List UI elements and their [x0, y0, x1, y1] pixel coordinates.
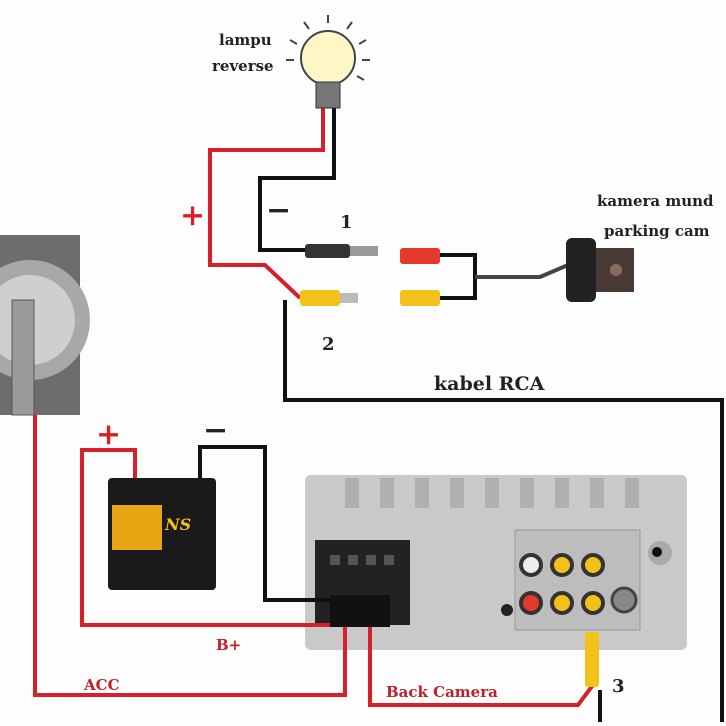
- rca-jacks: [501, 541, 672, 616]
- lamp-label-line2: reverse: [212, 57, 274, 75]
- lamp-negative-wire: [258, 108, 336, 252]
- yellow-rca-plug-camera: [400, 290, 440, 306]
- yellow-rca-plug-lamp: [300, 290, 358, 306]
- acc-wire: [33, 415, 347, 697]
- battery-image: NS: [108, 478, 216, 590]
- rca-cable: [283, 300, 724, 722]
- acc-label: ACC: [83, 676, 120, 694]
- camera-label-line2: parking cam: [604, 222, 710, 240]
- red-rca-plug-camera: [400, 248, 440, 264]
- camera-label-line1: kamera mund: [597, 192, 714, 210]
- lamp-minus-sign: −: [266, 193, 291, 228]
- battery-negative-wire: [198, 445, 330, 602]
- battery-plus-sign: +: [96, 417, 121, 452]
- back-camera-wire: [368, 620, 595, 707]
- light-bulb-icon: [286, 15, 370, 109]
- headunit-connector: [330, 595, 390, 627]
- battery-positive-wire: [80, 448, 330, 627]
- head-unit-image: [305, 475, 687, 650]
- b-plus-label: B+: [216, 636, 241, 654]
- connector-number-2: 2: [322, 334, 335, 355]
- camera-lead: [475, 260, 576, 279]
- connector-number-3: 3: [612, 676, 625, 697]
- camera-cable: [440, 253, 477, 300]
- connector-number-1: 1: [340, 212, 353, 233]
- lamp-label-line1: lampu: [219, 31, 272, 49]
- rca-cable-label: kabel RCA: [434, 373, 545, 395]
- battery-minus-sign: −: [203, 413, 228, 448]
- lamp-plus-sign: +: [180, 198, 205, 233]
- black-rca-plug: [305, 244, 378, 258]
- back-camera-label: Back Camera: [386, 683, 498, 701]
- parking-camera-image: [566, 238, 634, 302]
- battery-brand: NS: [164, 515, 191, 534]
- lamp-positive-wire: [208, 108, 325, 300]
- ignition-key-image: [0, 235, 90, 416]
- yellow-rca-plug-headunit: [585, 632, 599, 687]
